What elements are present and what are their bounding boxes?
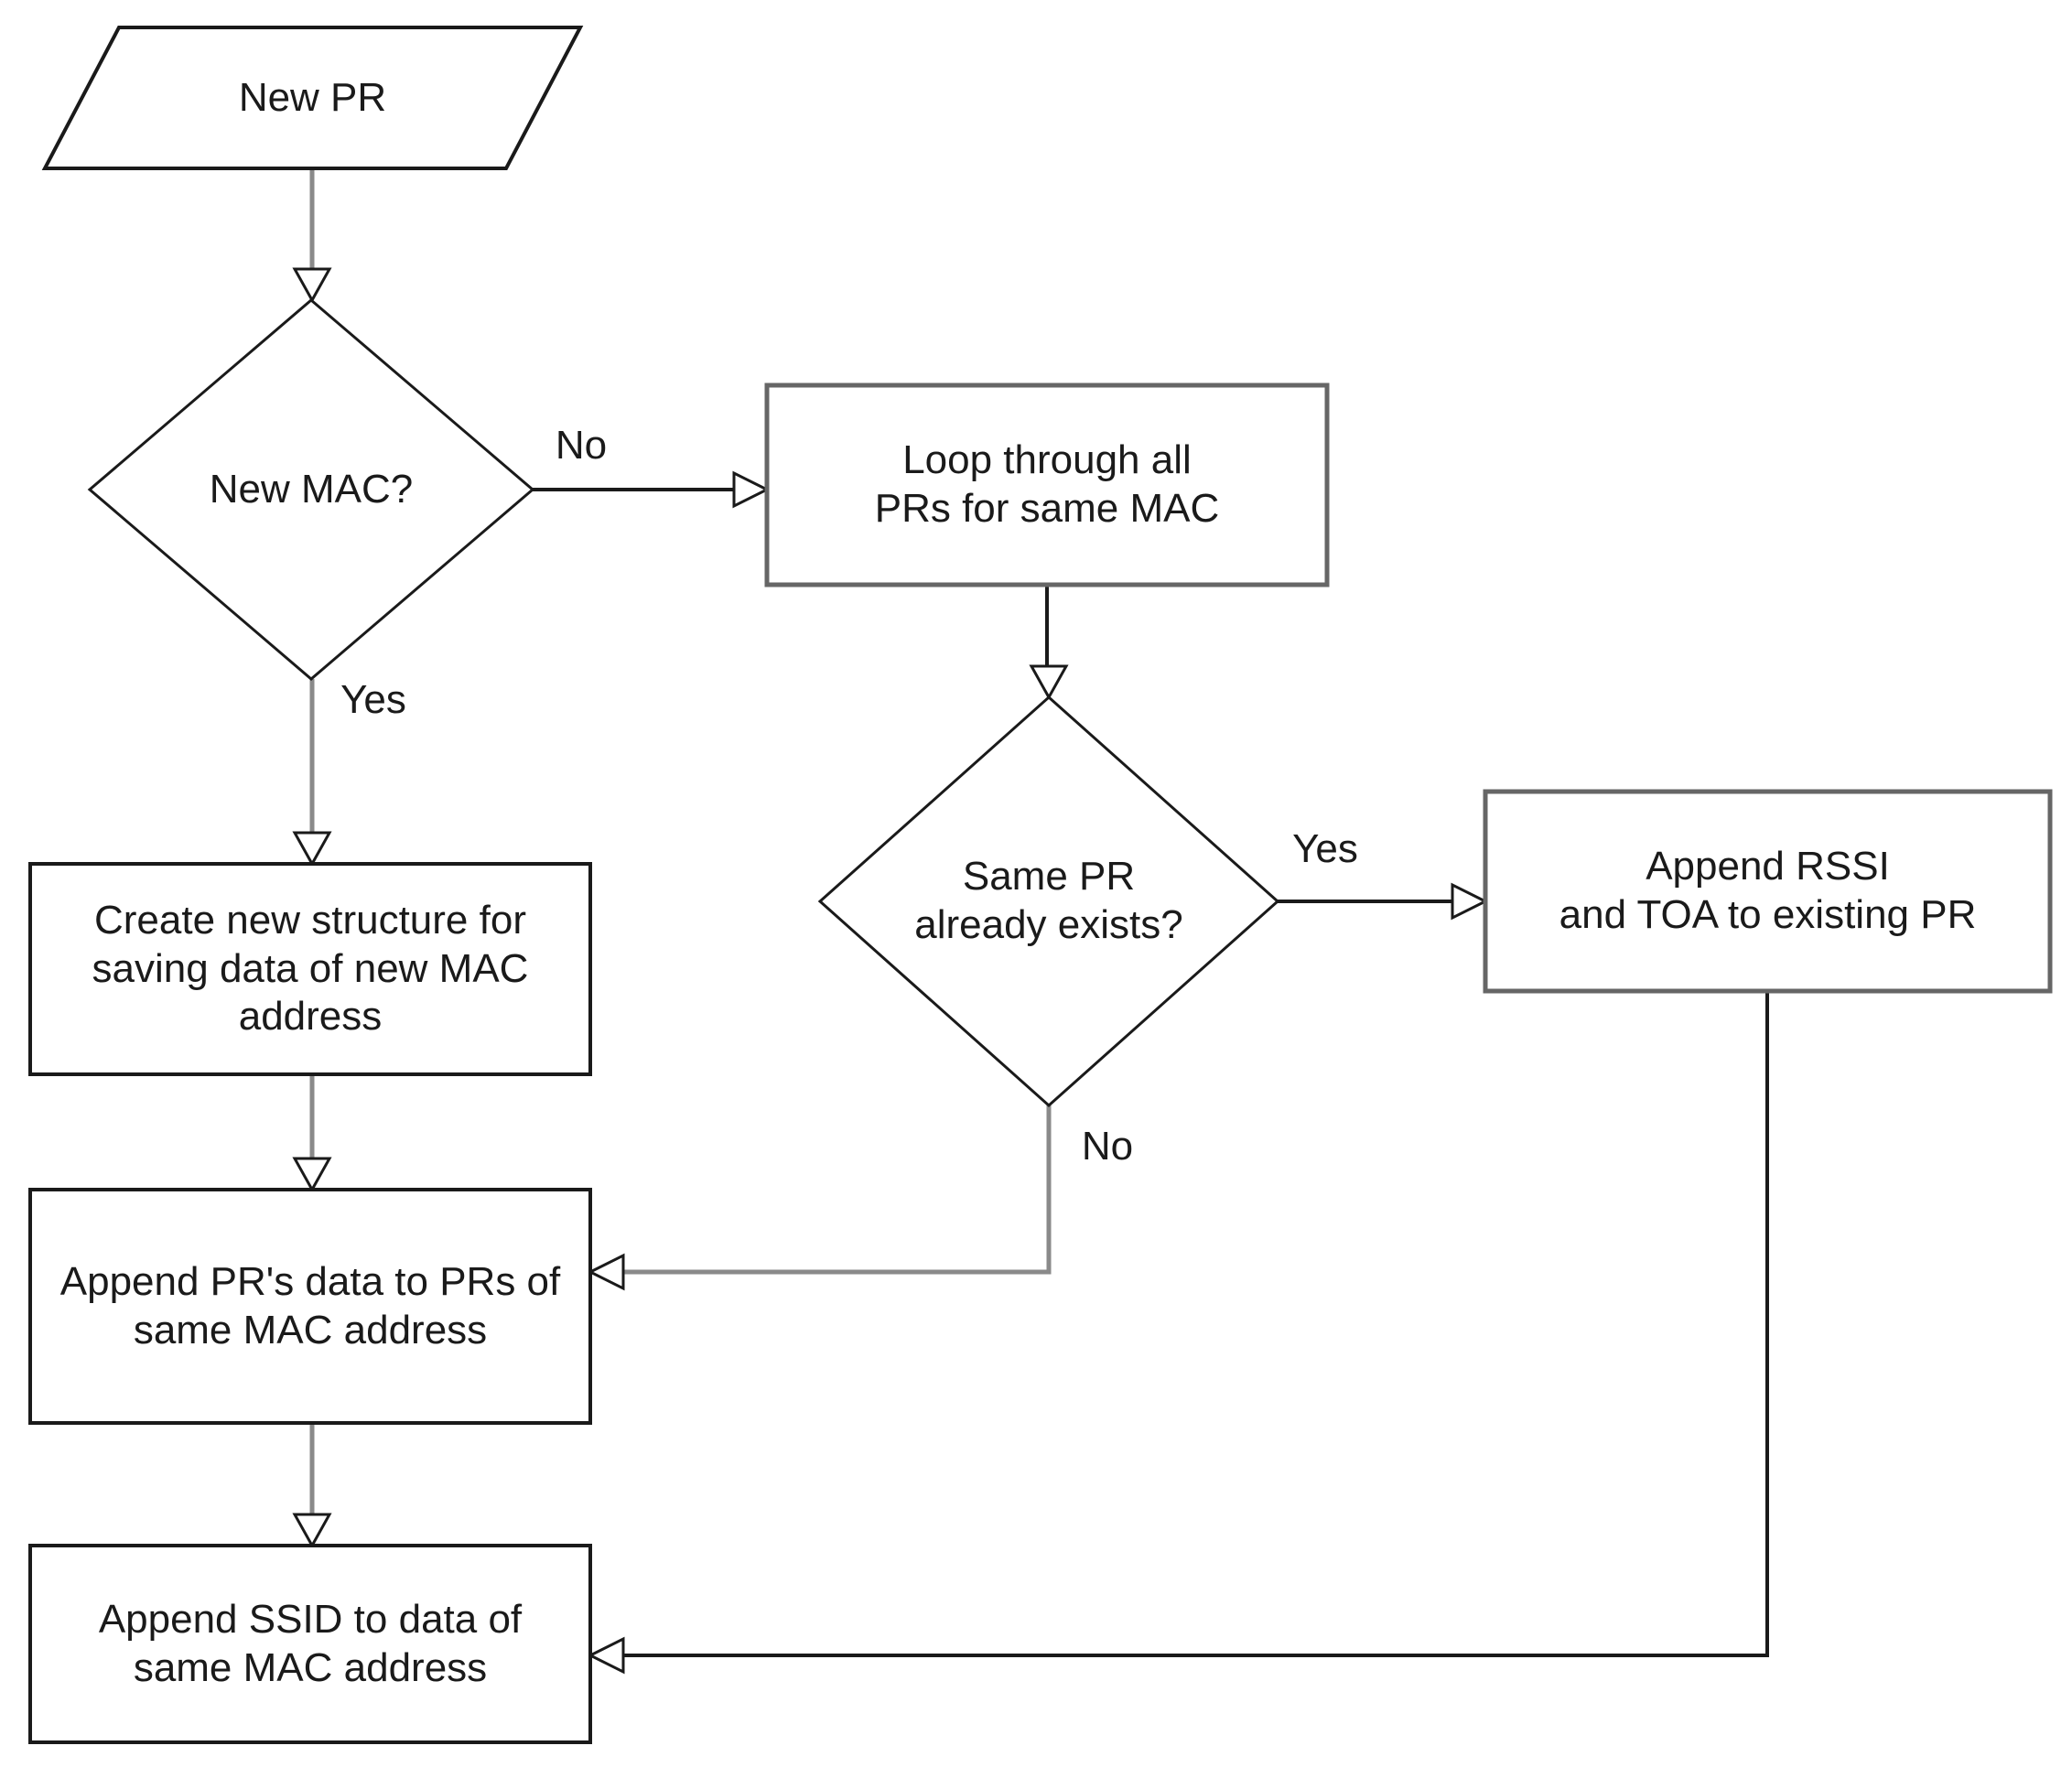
append-ssid-node-shape (28, 1544, 592, 1744)
new-mac-decision-shape (87, 298, 535, 681)
same-pr-decision-shape (817, 695, 1280, 1108)
edge-samepr-yes-to-rssi (1278, 882, 1489, 921)
arrowhead-left-icon (587, 1253, 625, 1291)
edge-newmac-yes-to-create (292, 679, 332, 867)
edge-rssi-to-ssid (587, 991, 1769, 1675)
edge-appendpr-to-ssid (292, 1423, 332, 1549)
edge-start-to-newmac (292, 168, 332, 304)
arrowhead-right-icon (1451, 882, 1489, 921)
arrowhead-right-icon (732, 470, 771, 509)
edge-create-to-appendpr (292, 1074, 332, 1193)
edge-line (623, 991, 1769, 1657)
edge-line (623, 1105, 1052, 1275)
create-structure-node-shape (28, 862, 592, 1076)
append-rssi-node-shape (1483, 789, 2053, 994)
edge-loop-to-samepr (1029, 585, 1069, 701)
arrowhead-down-icon (1029, 664, 1069, 701)
arrowhead-down-icon (292, 267, 332, 304)
edge-newmac-no-to-loop (533, 470, 771, 509)
append-pr-data-node-shape (28, 1188, 592, 1425)
start-node-shape (41, 26, 584, 170)
arrowhead-down-icon (292, 831, 332, 867)
loop-node-shape (764, 383, 1330, 587)
arrowhead-down-icon (292, 1157, 332, 1193)
arrowhead-left-icon (587, 1636, 625, 1675)
arrowhead-down-icon (292, 1513, 332, 1549)
edge-samepr-no-to-appendpr (587, 1105, 1052, 1291)
